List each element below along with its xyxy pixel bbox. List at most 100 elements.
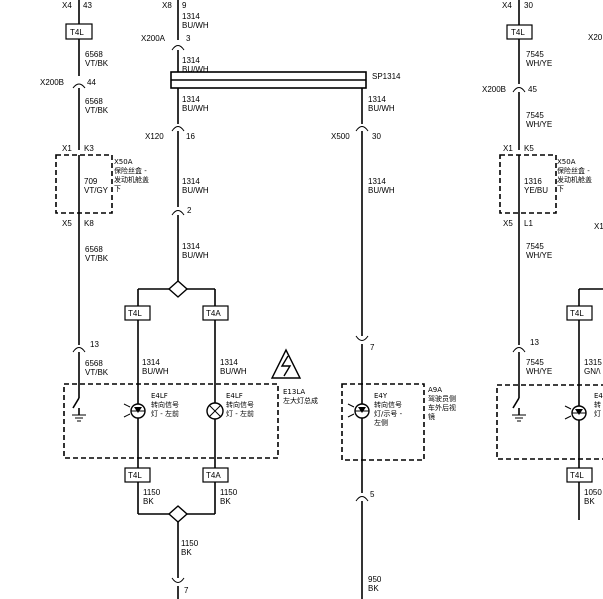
connector-x500: X500 [331,132,350,141]
wire-1050-label: 1050 [584,488,602,497]
wire-1316-label: 1316 [524,177,542,186]
center-column-circuit: X8 9 1314 BU/WH X200A 3 1314 BU/WH SP131… [63,0,401,599]
connector-x200a-pin: 3 [186,34,191,43]
wire-1314-label: 1314 [220,358,238,367]
wire-7545-label: 7545 [526,242,544,251]
e13la-desc: 左大灯总成 [283,396,318,405]
connector-13-left: 13 [90,340,99,349]
fuse-box-x50a-right [499,154,557,214]
wire-6568-label: 6568 [85,359,103,368]
wire-7545-label: 7545 [526,358,544,367]
wire-7545-color: WH/YE [526,59,552,68]
wire-7545-label: 7545 [526,50,544,59]
ground-icon [72,414,86,422]
connector-x1-left: X1 [62,144,72,153]
x50a-left-desc1: 保险丝盒 - [114,166,147,175]
ground-icon [512,414,526,422]
wire-1315-color: GN/\ [584,367,601,376]
connector-arc [355,496,369,502]
connector-x5-left-pin: K8 [84,219,94,228]
connector-arc [72,347,86,353]
connector-x5-right-pin: L1 [524,219,533,228]
wire-7545-color: WH/YE [526,251,552,260]
wire-6568-color: VT/BK [85,368,109,377]
wire-1314-color: BU/WH [182,65,209,74]
connector-arc [355,335,369,341]
terminal-t4a-label: T4A [206,309,221,318]
connector-arc [512,87,526,93]
connector-x200b-left-pin: 44 [87,78,96,87]
connector-x5-left: X5 [62,219,72,228]
wire-6568-label: 6568 [85,50,103,59]
e4lf2-id: E4LF [226,392,243,400]
switch-contact [512,397,520,409]
wire-1314-color: BU/WH [220,367,247,376]
wire-1314-label: 1314 [142,358,160,367]
terminal-t4l-label: T4L [128,471,142,480]
wire-1315-label: 1315 [584,358,602,367]
headlamp-assembly-e13la [63,383,279,459]
wire-950-color: BK [368,584,379,593]
connector-arc [171,577,185,583]
x50a-left-desc2: 发动机舱盖 [114,175,149,184]
connector-x1-right: X1 [503,144,513,153]
wire-1314-color: BU/WH [182,104,209,113]
terminal-t4l-label: T4L [511,28,525,37]
wire-7545-label: 7545 [526,111,544,120]
connector-7-bottom: 7 [184,586,189,595]
wire-1314-label: 1314 [182,95,200,104]
connector-x4-right-pin: 30 [524,1,533,10]
a9a-desc3: 镜 [428,412,435,421]
e4lf2-desc2: 灯 - 左前 [226,409,254,418]
wire-950-label: 950 [368,575,382,584]
connector-x120: X120 [145,132,164,141]
wire-1050-color: BK [584,497,595,506]
switch-contact [72,397,80,409]
connector-x500-pin: 30 [372,132,381,141]
right-column-circuit: X4 30 T4L X20 7545 WH/YE X200B 45 7545 W… [482,0,603,520]
wire-1150-label: 1150 [143,488,161,497]
e4y-desc2: 灯/示号 - [374,409,403,418]
connector-x5-right: X5 [503,219,513,228]
wire-1314-color: BU/WH [182,21,209,30]
warning-triangle-icon [270,348,302,379]
wire-1314-label: 1314 [368,95,386,104]
wire-1314-label: 1314 [368,177,386,186]
connector-x200b-right: X200B [482,85,506,94]
wire-1150-color: BK [181,548,192,557]
terminal-t4l-top-left-label: T4L [70,28,84,37]
x50a-left-label: X50A [114,158,133,166]
wire-709-color: VT/GY [84,186,109,195]
a9a-desc1: 驾驶员侧 [428,394,456,403]
e4lf-desc1: 转向信号 [151,400,179,409]
a9a-id: A9A [428,386,442,394]
connector-x20-right: X20 [588,33,603,42]
terminal-t4a-label: T4A [206,471,221,480]
right-housing [496,384,603,460]
x50a-right-desc1: 保险丝盒 - [557,166,590,175]
wire-6568-color: VT/BK [85,106,109,115]
connector-x1-right-pin: K5 [524,144,534,153]
e13la-id: E13LA [283,388,305,396]
mirror-a9a-housing [341,383,425,461]
wire-1150-color: BK [220,497,231,506]
wire-6568-label: 6568 [85,97,103,106]
e4y-desc1: 转向信号 [374,400,402,409]
x50a-right-desc2: 发动机舱盖 [557,175,592,184]
wire-1314-color: BU/WH [142,367,169,376]
connector-x1-far-right: X1 [594,222,603,231]
wire-6568-color: VT/BK [85,254,109,263]
fuse-box-x50a-left [55,154,113,214]
connector-x8: X8 [162,1,172,10]
bulb-icon [206,402,224,420]
splice-diamond-lower [167,505,189,523]
wire-1150-label: 1150 [220,488,238,497]
connector-x8-pin: 9 [182,1,187,10]
wire-6568-label: 6568 [85,245,103,254]
mirror-lamp-circuit: 1314 BU/WH X500 30 1314 BU/WH 7 E4Y 转向信号… [331,88,456,599]
e4-right-id: E4 [594,392,603,400]
terminal-t4l-label: T4L [570,309,584,318]
connector-13-right: 13 [530,338,539,347]
e4y-id: E4Y [374,392,388,400]
